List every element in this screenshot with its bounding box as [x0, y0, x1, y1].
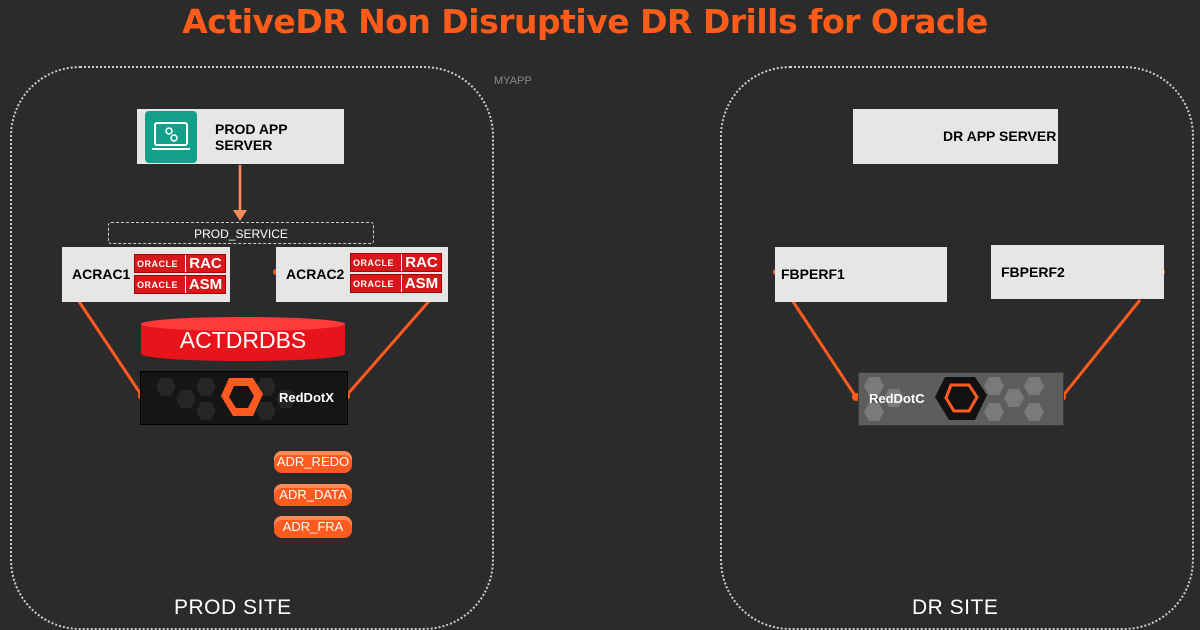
fbperf2-link [1060, 299, 1142, 398]
hex-pattern [864, 377, 1044, 421]
acrac2-link [344, 299, 432, 397]
storage-array-reddotx[interactable]: RedDotX [140, 371, 348, 425]
pure-logo-icon [935, 377, 987, 420]
page-title: ActiveDR Non Disruptive DR Drills for Or… [182, 2, 988, 41]
node-acrac2-label: ACRAC2 [286, 266, 345, 282]
fbperf1-link [790, 299, 858, 398]
database-label: ACTDRDBS [179, 327, 307, 353]
volume-adr-data[interactable]: ADR_DATA [274, 484, 352, 506]
volume-adr-redo[interactable]: ADR_REDO [274, 451, 352, 473]
acrac1-link [76, 299, 144, 397]
arrow-head [233, 210, 247, 221]
node-fbperf1-label: FBPERF1 [781, 266, 845, 282]
prod-app-server[interactable]: PROD APP SERVER [137, 109, 344, 164]
dr-site-label: DR SITE [912, 596, 999, 619]
dr-app-server-label: DR APP SERVER [943, 128, 1057, 144]
array-reddotx-label: RedDotX [279, 390, 334, 405]
prod-site-label: PROD SITE [174, 596, 292, 619]
myapp-label: MYAPP [494, 75, 532, 87]
node-fbperf1[interactable]: FBPERF1 [775, 247, 947, 302]
database-cylinder[interactable] [140, 316, 346, 362]
hex-pattern [156, 378, 296, 420]
prod-app-server-label: PROD APP SERVER [215, 120, 288, 153]
node-fbperf2[interactable]: FBPERF2 [991, 245, 1164, 299]
storage-array-reddotc[interactable]: RedDotC [858, 372, 1064, 426]
prod-service[interactable]: PROD_SERVICE [108, 222, 374, 244]
array-reddotc-label: RedDotC [869, 391, 925, 406]
volume-adr-fra[interactable]: ADR_FRA [274, 516, 352, 538]
app-server-icon [145, 110, 197, 163]
node-acrac1-label: ACRAC1 [72, 266, 131, 282]
dr-app-server[interactable]: DR APP SERVER [853, 109, 1058, 164]
node-fbperf2-label: FBPERF2 [1001, 264, 1065, 280]
